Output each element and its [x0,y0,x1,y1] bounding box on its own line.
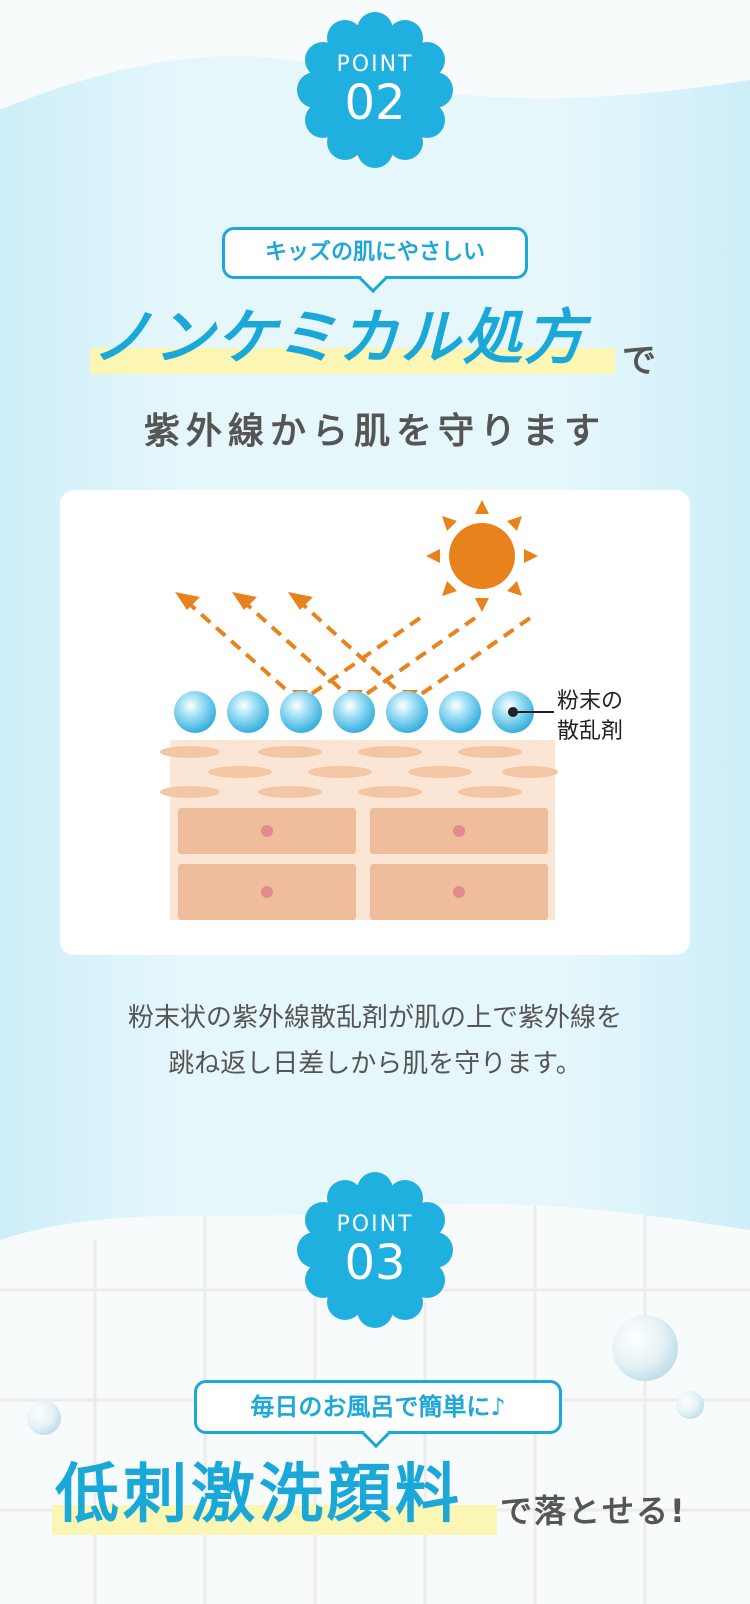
water-drop-icon [27,1401,61,1435]
subheadline: 紫外線から肌を守ります [143,411,606,452]
description-line2: 跳ね返し日差しから肌を守ります。 [168,1049,582,1079]
powder-particles [174,691,534,733]
bubble-text: 毎日のお風呂で簡単に♪ [250,1393,506,1421]
headline: 低刺激洗顔料 [55,1458,463,1532]
point-02-badge: POINT 02 [290,5,460,175]
diagram-label-line2: 散乱剤 [557,719,624,744]
skin-layers [160,740,558,920]
water-drop-icon [612,1315,678,1381]
description-line1: 粉末状の紫外線散乱剤が肌の上で紫外線を [127,1003,622,1033]
water-drop-icon [676,1391,704,1419]
speech-bubble: 毎日のお風呂で簡単に♪ [194,1380,562,1434]
badge-number: 03 [344,1235,406,1291]
headline: ノンケミカル処方 [92,303,587,373]
headline-suffix: で落とせる! [500,1492,687,1530]
badge-number: 02 [344,75,406,131]
flower-badge-icon [297,12,453,168]
diagram-label: 粉末の 散乱剤 [557,687,623,747]
badge-point-label: POINT [336,1212,414,1237]
headline-suffix: で [622,341,656,381]
speech-bubble: キッズの肌にやさしい [222,227,528,279]
uv-diagram [160,500,558,920]
headline-highlight [90,348,615,374]
uv-rays [183,598,532,704]
diagram-card: 粉末の 散乱剤 [60,490,690,955]
sun-icon [426,500,538,612]
description: 粉末状の紫外線散乱剤が肌の上で紫外線を 跳ね返し日差しから肌を守ります。 [0,995,750,1087]
badge-point-label: POINT [336,52,414,77]
flower-badge-icon [297,1172,453,1328]
headline-highlight [52,1505,497,1535]
bubble-text: キッズの肌にやさしい [264,240,485,265]
point-03-badge: POINT 03 [290,1165,460,1335]
diagram-label-line1: 粉末の [557,689,624,714]
